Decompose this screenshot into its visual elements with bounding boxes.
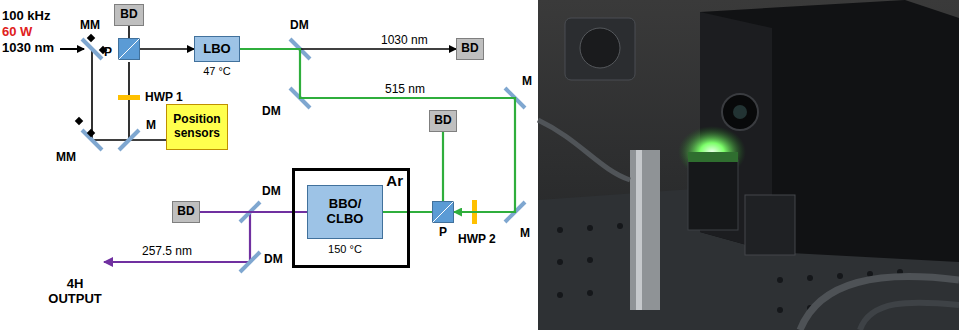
part-label: M xyxy=(522,74,532,88)
node-label: BD xyxy=(120,8,137,22)
node-label: Ar xyxy=(386,172,403,189)
cube-outline xyxy=(118,38,140,60)
part-label: HWP 1 xyxy=(145,90,183,104)
photo xyxy=(538,0,959,330)
crystal-box: LBO47 °C xyxy=(194,36,240,62)
motor-symbol xyxy=(75,117,83,125)
temperature-label: 150 °C xyxy=(328,243,362,256)
temperature-label: 47 °C xyxy=(203,65,231,78)
argon-enclosure: ArBBO/ CLBO150 °C xyxy=(292,168,410,268)
translation-stage xyxy=(745,195,795,255)
half-wave-plate xyxy=(118,95,140,100)
beam-connector xyxy=(442,132,444,201)
cable xyxy=(860,303,959,330)
cube-outline xyxy=(432,201,454,223)
beam-path xyxy=(92,49,129,140)
part-label: M xyxy=(520,226,530,240)
node-label: BD xyxy=(434,114,451,128)
photo-background xyxy=(538,0,959,330)
node-label: Position sensors xyxy=(170,113,224,141)
cable xyxy=(538,120,630,180)
post xyxy=(630,150,660,310)
beam-connector xyxy=(128,26,130,38)
sensor-box: Position sensors xyxy=(166,104,228,150)
part-label: 1030 nm xyxy=(2,40,54,55)
beam-connector xyxy=(140,48,194,50)
crystal-mount xyxy=(688,160,738,230)
part-label: DM xyxy=(262,104,281,118)
part-label: 60 W xyxy=(2,24,32,39)
crystal-mount-top xyxy=(688,152,738,162)
input-beam xyxy=(60,48,84,50)
motor-symbol xyxy=(87,129,95,137)
node-label: BBO/ CLBO xyxy=(323,197,367,227)
part-label: DM xyxy=(290,18,309,32)
optic-mount xyxy=(565,18,635,80)
mirror xyxy=(119,130,139,150)
part-label: MM xyxy=(80,18,100,32)
part-label: DM xyxy=(262,184,281,198)
node-label: LBO xyxy=(203,42,230,57)
part-label: 257.5 nm xyxy=(142,244,192,258)
beam-connector xyxy=(200,211,307,213)
enclosure-port xyxy=(733,105,747,119)
wavelength-label: 515 nm xyxy=(384,82,426,96)
part-label: HWP 2 xyxy=(458,232,496,246)
motorized-mirror xyxy=(82,39,102,59)
post-highlight xyxy=(636,150,642,310)
beam-dump: BD xyxy=(429,110,457,132)
part-label: 4H OUTPUT xyxy=(44,276,106,306)
enclosure-port xyxy=(722,94,758,130)
beam-dump: BD xyxy=(114,4,144,26)
part-label: 100 kHz xyxy=(2,8,50,23)
crystal-box: BBO/ CLBO150 °C xyxy=(307,185,383,239)
part-label: M xyxy=(146,118,156,132)
beam-dump: BD xyxy=(172,201,200,223)
wavelength-label: 1030 nm xyxy=(380,33,429,47)
dichroic-mirror xyxy=(240,252,260,272)
cable xyxy=(800,277,959,330)
node-label: BD xyxy=(177,205,194,219)
part-label: MM xyxy=(56,150,76,164)
polarizer-cube: P xyxy=(432,201,454,223)
beam-dump: BD xyxy=(456,38,484,60)
part-label: DM xyxy=(264,252,283,266)
node-label: BD xyxy=(461,42,478,56)
node-label: P xyxy=(104,46,112,60)
leak-beam xyxy=(129,139,166,141)
enclosure-box xyxy=(700,0,959,262)
polarizer-cube: P xyxy=(118,38,140,60)
node-label: P xyxy=(439,226,447,240)
motor-symbol xyxy=(87,34,95,42)
optic-mount xyxy=(580,28,620,68)
